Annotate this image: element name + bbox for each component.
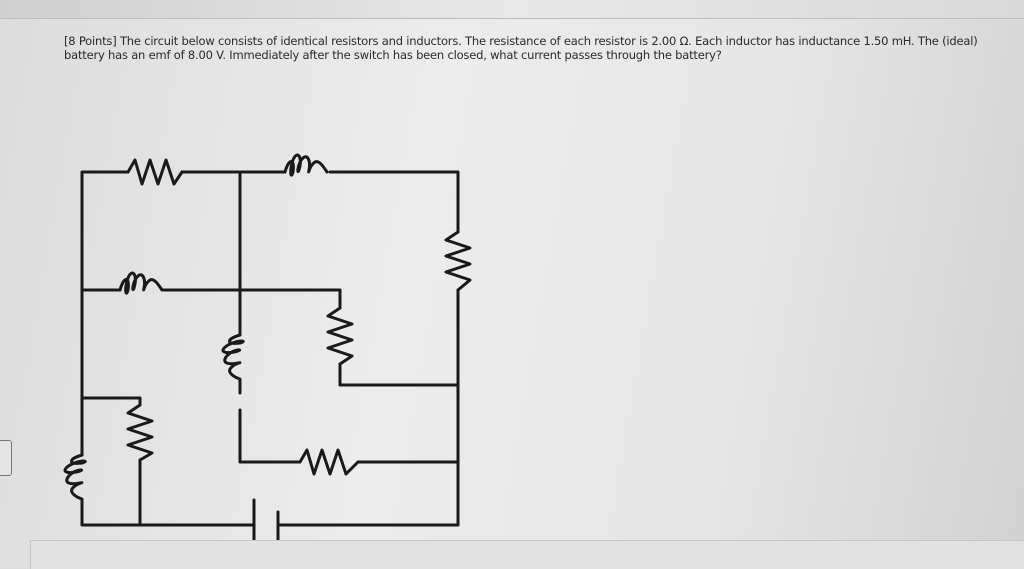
answer-panel-edge [30,540,1024,569]
resistor-lower-left [126,403,154,462]
top-wire [80,153,460,457]
inductor-middle [118,271,164,295]
inductor-top [283,153,329,177]
resistor-right [444,230,472,292]
inductor-center [221,333,245,395]
side-tab-handle[interactable] [0,440,12,476]
circuit-diagram [63,153,472,552]
resistor-bottom [298,448,360,476]
inductor-left-bottom [63,453,87,515]
question-text: [8 Points] The circuit below consists of… [64,34,978,62]
resistor-top [126,158,184,186]
window-top-bar [0,0,1024,19]
resistor-inner [326,306,354,366]
